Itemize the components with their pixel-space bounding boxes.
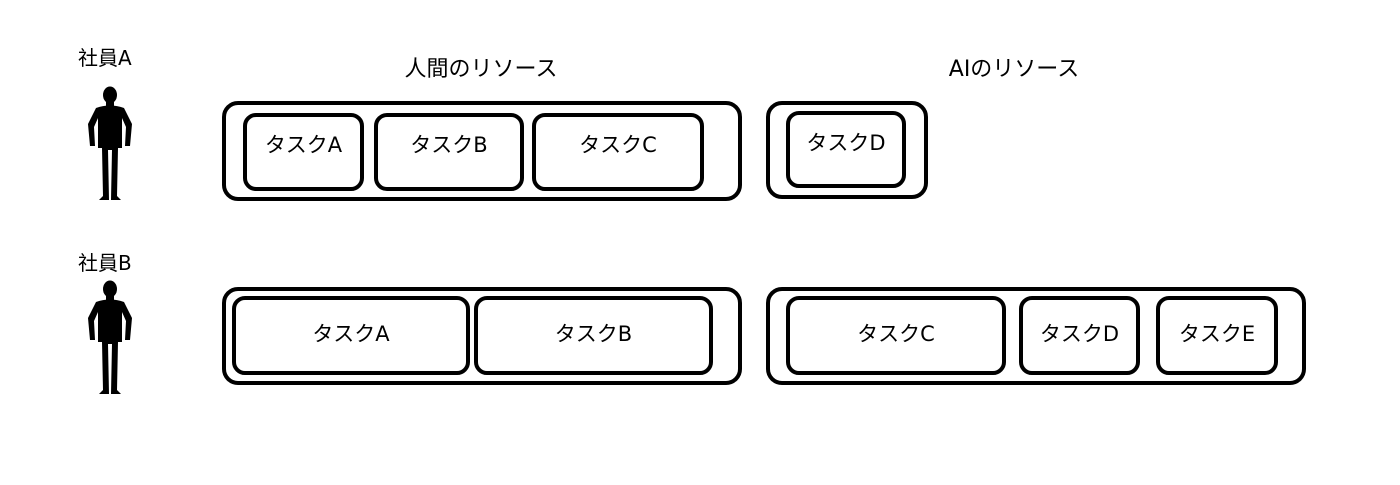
ai-resources-header: AIのリソース — [948, 57, 1080, 82]
human-resources-header: 人間のリソース — [404, 57, 558, 82]
person-silhouette-icon — [88, 86, 132, 200]
employee-a-name: 社員A — [78, 46, 132, 70]
person-silhouette-icon — [88, 280, 132, 394]
task-box: タスクA — [232, 296, 470, 375]
task-box: タスクB — [474, 296, 713, 375]
task-box: タスクD — [786, 111, 906, 188]
task-box: タスクA — [243, 113, 364, 191]
employee-b-name: 社員B — [78, 251, 132, 275]
task-box: タスクC — [532, 113, 704, 191]
task-box: タスクD — [1019, 296, 1140, 375]
task-box: タスクE — [1156, 296, 1278, 375]
task-box: タスクC — [786, 296, 1006, 375]
task-box: タスクB — [374, 113, 524, 191]
